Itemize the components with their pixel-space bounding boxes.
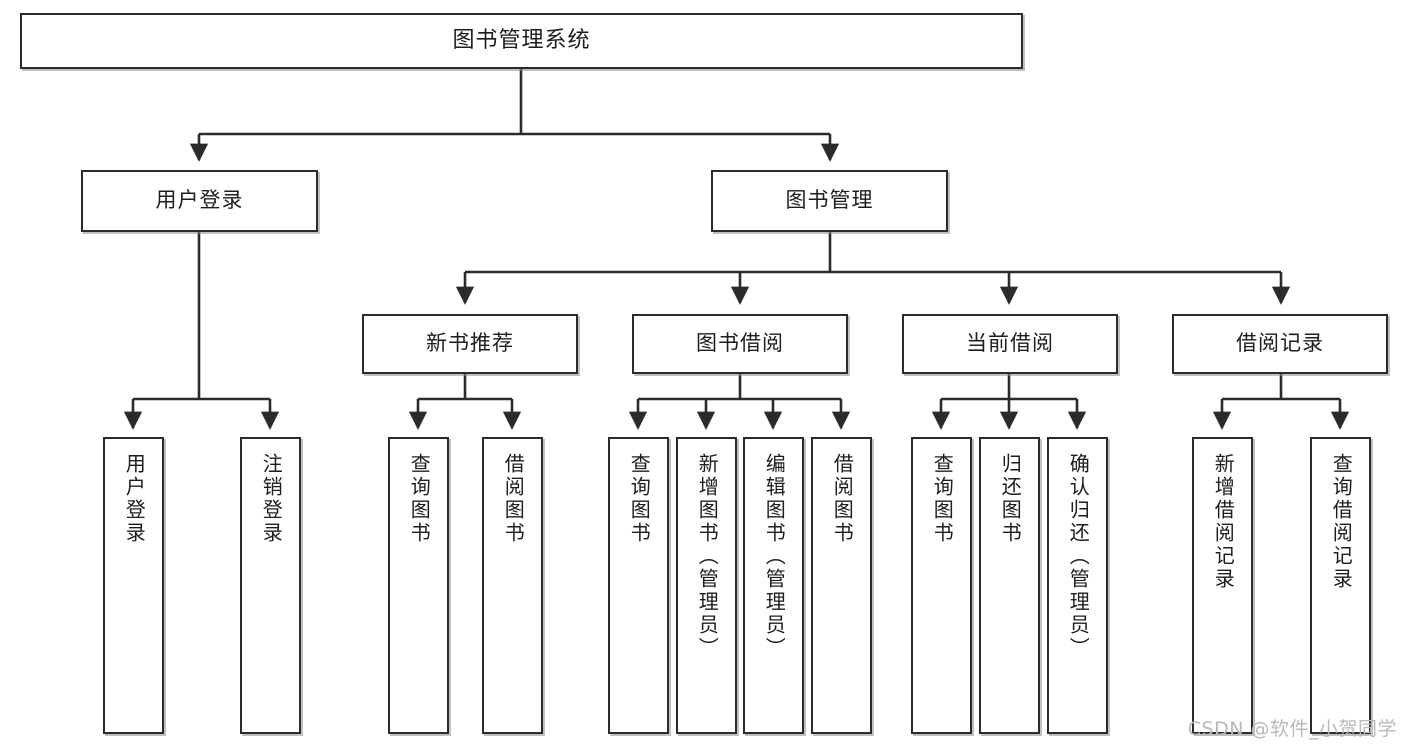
leaf-add-book-admin[interactable]: 新增图书（管理员） [676, 437, 737, 734]
leaf-return-book[interactable]: 归还图书 [979, 437, 1040, 734]
node-label: 确认归还（管理员） [1066, 453, 1091, 660]
node-label: 用户登录 [122, 453, 147, 545]
node-label: 新增图书（管理员） [695, 453, 720, 660]
node-new-book-recommend[interactable]: 新书推荐 [362, 314, 578, 374]
node-label: 查询借阅记录 [1329, 453, 1354, 591]
node-book-manage[interactable]: 图书管理 [711, 170, 948, 232]
watermark: CSDN @软件_小贺同学 [1187, 718, 1397, 740]
node-label: 注销登录 [259, 453, 284, 545]
node-current-borrow[interactable]: 当前借阅 [902, 314, 1118, 374]
leaf-query-book-current[interactable]: 查询图书 [911, 437, 972, 734]
leaf-query-book-recommend[interactable]: 查询图书 [388, 437, 449, 734]
leaf-user-login[interactable]: 用户登录 [103, 437, 164, 734]
node-label: 查询图书 [627, 453, 652, 545]
node-borrow-record[interactable]: 借阅记录 [1172, 314, 1388, 374]
node-label: 查询图书 [407, 453, 432, 545]
leaf-add-borrow-record[interactable]: 新增借阅记录 [1192, 437, 1253, 734]
node-label: 图书管理 [785, 188, 874, 213]
node-label: 新增借阅记录 [1211, 453, 1236, 591]
node-book-borrow[interactable]: 图书借阅 [632, 314, 848, 374]
node-label: 借阅图书 [830, 453, 855, 545]
node-label: 图书管理系统 [452, 27, 591, 53]
leaf-query-book-borrow[interactable]: 查询图书 [608, 437, 669, 734]
node-label: 用户登录 [155, 188, 244, 213]
node-user-login[interactable]: 用户登录 [81, 170, 318, 232]
leaf-borrow-book-borrow[interactable]: 借阅图书 [811, 437, 872, 734]
node-label: 借阅记录 [1236, 331, 1324, 356]
node-label: 新书推荐 [426, 331, 514, 356]
node-label: 查询图书 [930, 453, 955, 545]
node-label: 借阅图书 [501, 453, 526, 545]
node-label: 编辑图书（管理员） [762, 453, 787, 660]
leaf-edit-book-admin[interactable]: 编辑图书（管理员） [743, 437, 804, 734]
leaf-borrow-book-recommend[interactable]: 借阅图书 [482, 437, 543, 734]
node-root-book-management-system[interactable]: 图书管理系统 [20, 13, 1023, 69]
leaf-query-borrow-record[interactable]: 查询借阅记录 [1310, 437, 1371, 734]
node-label: 归还图书 [998, 453, 1023, 545]
leaf-confirm-return-admin[interactable]: 确认归还（管理员） [1047, 437, 1108, 734]
leaf-logout-login[interactable]: 注销登录 [240, 437, 301, 734]
node-label: 当前借阅 [966, 331, 1054, 356]
node-label: 图书借阅 [696, 331, 784, 356]
